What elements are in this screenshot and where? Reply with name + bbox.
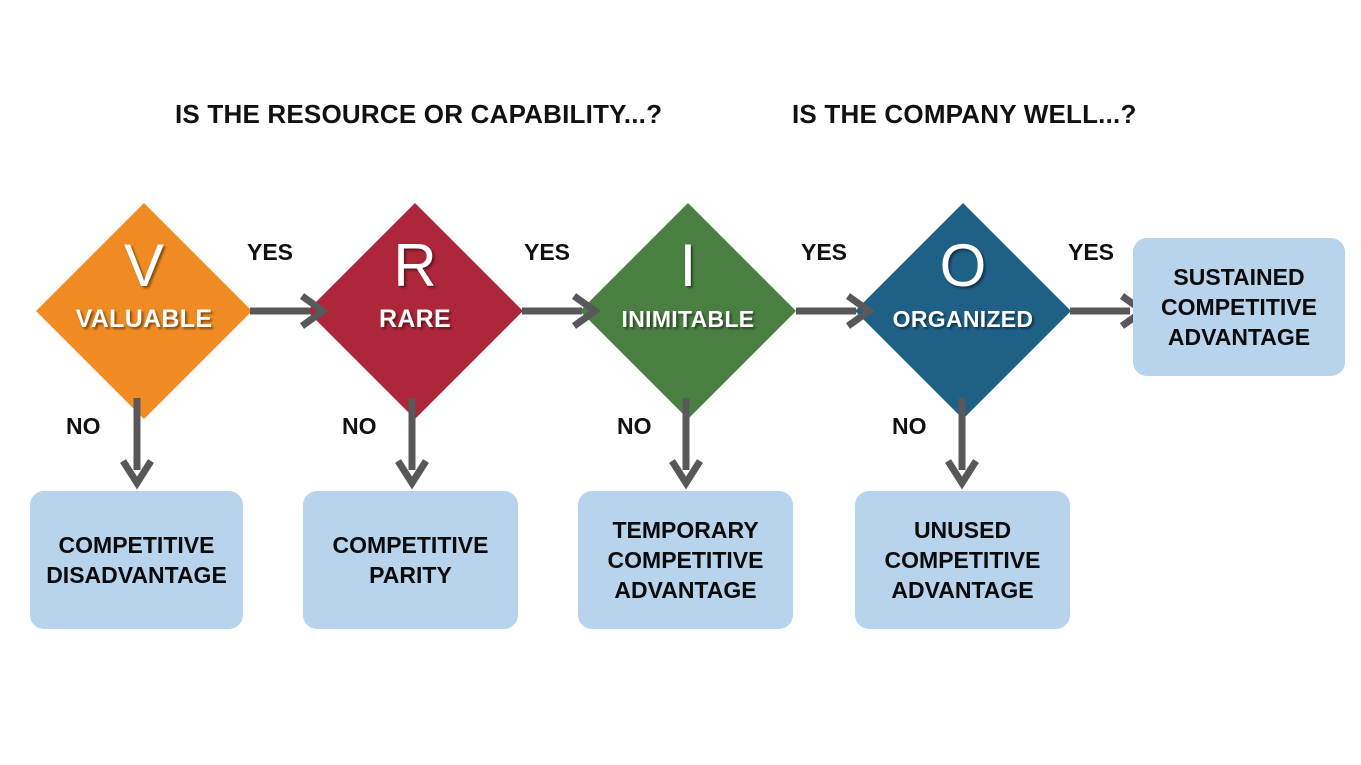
arrow-valuable-to-rare — [250, 293, 330, 329]
edge-label-no-valuable: NO — [66, 413, 101, 439]
edge-label-no-organized: NO — [892, 413, 927, 439]
diamond-shape-rare — [307, 203, 523, 419]
outcome-line: COMPETITIVE — [58, 532, 215, 558]
outcome-line: COMPETITIVE — [332, 532, 489, 558]
outcome-line: TEMPORARY — [612, 517, 759, 543]
edge-label-no-inimitable: NO — [617, 413, 652, 439]
section-header-resource: IS THE RESOURCE OR CAPABILITY...? — [175, 99, 663, 129]
diamond-inimitable[interactable]: I INIMITABLE — [580, 203, 796, 419]
diamond-valuable[interactable]: V VALUABLE — [36, 203, 252, 419]
outcome-line: COMPETITIVE — [884, 547, 1041, 573]
diamond-shape-valuable — [36, 203, 252, 419]
outcome-line: DISADVANTAGE — [46, 562, 227, 588]
edge-label-yes-organized: YES — [1068, 239, 1115, 265]
outcome-line: ADVANTAGE — [614, 577, 757, 603]
diamond-organized[interactable]: O ORGANIZED — [855, 203, 1071, 419]
edge-label-yes-valuable: YES — [247, 239, 294, 265]
outcome-line: UNUSED — [913, 517, 1012, 543]
section-header-company: IS THE COMPANY WELL...? — [792, 99, 1137, 129]
outcome-line: COMPETITIVE — [1161, 294, 1317, 320]
edge-label-yes-inimitable: YES — [801, 239, 848, 265]
diamond-rare[interactable]: R RARE — [307, 203, 523, 419]
outcome-box-competitive-parity[interactable]: COMPETITIVE PARITY — [303, 491, 518, 629]
arrow-inimitable-to-temporary — [669, 398, 703, 490]
arrow-rare-to-parity — [395, 398, 429, 490]
diamond-shape-organized — [855, 203, 1071, 419]
outcome-box-competitive-disadvantage[interactable]: COMPETITIVE DISADVANTAGE — [30, 491, 243, 629]
arrow-rare-to-inimitable — [522, 293, 602, 329]
arrow-valuable-to-disadvantage — [120, 398, 154, 490]
outcome-line: ADVANTAGE — [891, 577, 1034, 603]
outcome-line: ADVANTAGE — [1167, 324, 1311, 350]
outcome-box-temporary-competitive-advantage[interactable]: TEMPORARY COMPETITIVE ADVANTAGE — [578, 491, 793, 629]
outcome-line: COMPETITIVE — [607, 547, 764, 573]
edge-label-yes-rare: YES — [524, 239, 571, 265]
outcome-box-unused-competitive-advantage[interactable]: UNUSED COMPETITIVE ADVANTAGE — [855, 491, 1070, 629]
arrow-inimitable-to-organized — [796, 293, 876, 329]
arrow-organized-to-unused — [945, 398, 979, 490]
outcome-line: PARITY — [369, 562, 452, 588]
outcome-box-sustained-competitive-advantage[interactable]: SUSTAINED COMPETITIVE ADVANTAGE — [1133, 238, 1345, 376]
edge-label-no-rare: NO — [342, 413, 377, 439]
diamond-shape-inimitable — [580, 203, 796, 419]
outcome-line: SUSTAINED — [1173, 264, 1305, 290]
